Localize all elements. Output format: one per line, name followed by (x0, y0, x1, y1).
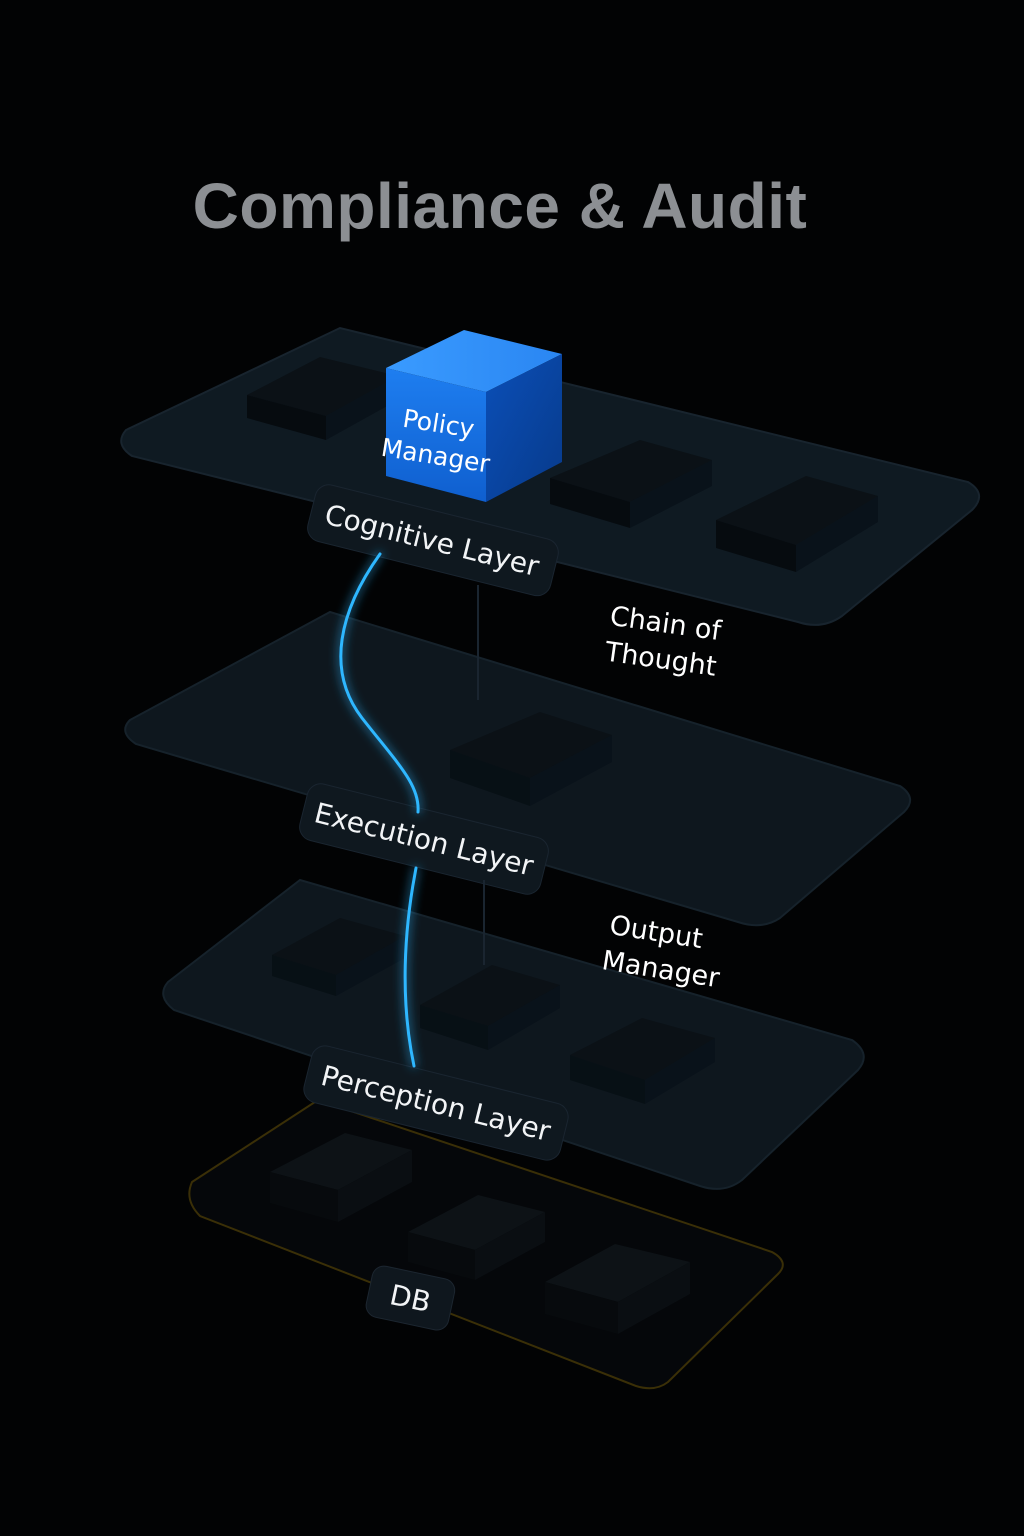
db-block (545, 1244, 690, 1334)
db-label-tag: DB (365, 1265, 456, 1331)
db-block (270, 1133, 412, 1222)
cognitive-block (247, 357, 398, 440)
policy-manager-cube: Policy Manager (379, 330, 562, 502)
execution-layer: Execution Layer (124, 610, 911, 927)
cube-top-face (386, 330, 562, 392)
db-layer: DB (188, 1098, 784, 1390)
cognitive-block (550, 440, 712, 528)
page-title: Compliance & Audit (193, 170, 808, 242)
cognitive-block (716, 476, 878, 572)
execution-block (450, 712, 612, 806)
perception-block (570, 1018, 715, 1104)
data-flow-line (339, 552, 420, 1068)
cognitive-layer: Policy Manager Cognitive Layer (120, 326, 980, 626)
chain-of-thought-note: Chain of Thought (602, 601, 724, 683)
db-block (408, 1195, 545, 1280)
cube-front-face (386, 368, 486, 502)
perception-block (272, 918, 405, 996)
perception-block (420, 965, 560, 1050)
cube-side-face (486, 354, 562, 502)
perception-layer: Perception Layer (162, 878, 865, 1190)
